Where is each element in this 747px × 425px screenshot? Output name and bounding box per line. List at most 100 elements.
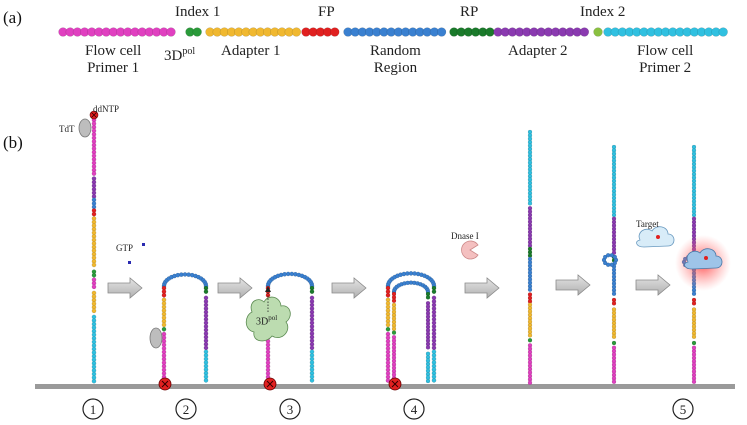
random-region-line1: Random (370, 43, 421, 59)
nucleotide-bead (611, 334, 617, 339)
step-marker: 5 (672, 398, 694, 420)
strand-structures (91, 117, 699, 391)
step-number: 4 (411, 402, 418, 417)
nucleotide-bead (385, 292, 391, 298)
adapter-1-label: Adapter 1 (221, 43, 281, 59)
3dpol-label-b: 3Dpol (256, 314, 277, 327)
nucleotide-bead (691, 301, 697, 306)
nucleotide-bead (385, 326, 391, 332)
3dpol-sup-text: pol (182, 46, 196, 57)
target-molecule-icon (636, 226, 675, 248)
gtp-molecule-icon (142, 243, 145, 246)
step-number: 2 (183, 402, 190, 417)
ddntp-label: ddNTP (93, 104, 120, 114)
nucleotide-bead (579, 27, 590, 37)
nucleotide-bead (605, 253, 611, 258)
ddntp-stop-icon (263, 377, 277, 391)
dnase-i-label: Dnase I (451, 231, 479, 241)
nucleotide-bead (425, 295, 431, 300)
nucleotide-bead (691, 334, 697, 339)
nucleotide-bead (385, 322, 391, 328)
nucleotide-bead (161, 322, 167, 328)
adapter-2-label: Adapter 2 (508, 43, 568, 59)
ddntp-stop-icon (158, 377, 172, 391)
nucleotide-bead (309, 345, 315, 351)
step-number: 1 (90, 402, 97, 417)
3dpol-label-a: 3Dpol (164, 43, 195, 65)
nucleotide-bead (203, 345, 209, 351)
3dpol-base-text-b: 3D (256, 316, 269, 328)
nucleotide-bead (291, 27, 302, 37)
nucleotide-bead (609, 262, 615, 267)
random-region-line2: Region (373, 60, 418, 76)
bound-target-icon (684, 248, 723, 270)
ddntp-stop-icon (89, 110, 99, 120)
index-2-label: Index 2 (580, 4, 626, 20)
nucleotide-bead (91, 171, 97, 176)
process-arrow (464, 277, 500, 299)
nucleotide-bead (91, 272, 97, 278)
gtp-label: GTP (116, 243, 134, 253)
nucleotide-bead (691, 212, 697, 218)
nucleotide-bead (161, 292, 167, 298)
flow-cell-primer-2-label: Flow cell Primer 2 (637, 43, 693, 77)
nucleotide-bead (391, 298, 397, 303)
nucleotide-bead (612, 254, 618, 260)
3dpol-base-text: 3D (164, 48, 183, 64)
nucleotide-bead (527, 338, 533, 343)
nucleotide-bead (166, 27, 176, 37)
panel-b-label: (b) (3, 133, 23, 152)
step-number: 5 (680, 402, 687, 417)
flow-cell-primer-1-line2: Primer 1 (87, 60, 140, 76)
nucleotide-bead (527, 380, 533, 385)
flow-cell-primer-2-line2: Primer 2 (639, 60, 692, 76)
fp-label: FP (318, 4, 335, 20)
nucleotide-bead (391, 326, 397, 332)
step-number: 3 (287, 402, 294, 417)
flow-cell-surface (35, 384, 735, 389)
nucleotide-bead (691, 379, 697, 384)
nucleotide-bead (611, 291, 617, 296)
nucleotide-bead (527, 287, 533, 292)
nucleotide-bead (91, 378, 97, 384)
nucleotide-bead (527, 333, 533, 338)
nucleotide-bead (431, 378, 437, 383)
nucleotide-bead (611, 301, 617, 306)
nucleotide-bead (330, 27, 340, 37)
nucleotide-bead (161, 326, 167, 332)
nucleotide-bead (431, 289, 437, 294)
process-arrow (217, 277, 253, 299)
process-arrow (635, 274, 671, 296)
nucleotide-bead (437, 27, 447, 37)
library-sequence-strip (58, 27, 728, 37)
flow-cell-primer-1-line1: Flow cell (85, 43, 142, 59)
3dpol-sup-text-b: pol (268, 314, 278, 322)
nucleotide-bead (391, 330, 397, 335)
extension-arrowhead (265, 286, 271, 292)
index-1-label: Index 1 (175, 4, 221, 20)
nucleotide-bead (611, 340, 617, 346)
nucleotide-bead (91, 262, 97, 268)
nucleotide-bead (431, 345, 437, 351)
step-marker: 1 (82, 398, 104, 420)
nucleotide-bead (91, 211, 97, 217)
nucleotide-bead (611, 212, 617, 218)
nucleotide-bead (691, 291, 697, 296)
nucleotide-bead (309, 289, 315, 294)
nucleotide-bead (91, 284, 97, 290)
nucleotide-bead (203, 378, 209, 383)
gtp-molecule-icon (128, 261, 131, 264)
nucleotide-bead (485, 27, 495, 37)
dnase-i-enzyme-icon (461, 240, 479, 260)
process-arrow (555, 274, 591, 296)
nucleotide-bead (612, 260, 618, 266)
nucleotide-bead (91, 308, 97, 314)
panel-a-label: (a) (3, 8, 22, 27)
ddntp-stop-icon (388, 377, 402, 391)
flow-cell-primer-1-label: Flow cell Primer 1 (85, 43, 141, 77)
nucleotide-bead (718, 27, 728, 37)
target-label: Target (636, 219, 659, 229)
nucleotide-bead (309, 378, 315, 383)
rp-label: RP (460, 4, 479, 20)
tdt-label: TdT (59, 124, 75, 134)
